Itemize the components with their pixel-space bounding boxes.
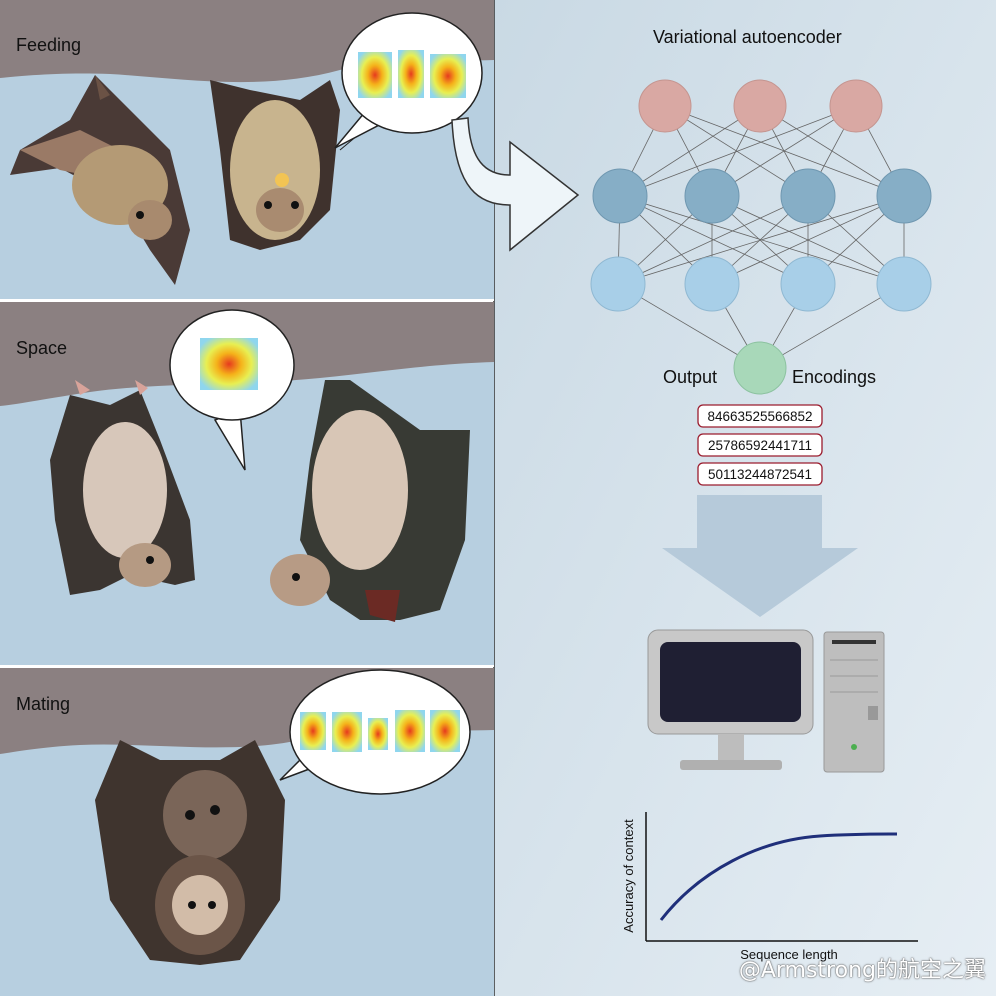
spectrogram [395, 710, 425, 752]
bat-space-right [270, 380, 470, 622]
watermark: @Armstrong的航空之翼 [738, 958, 986, 983]
encoding-codes: 84663525566852 25786592441711 5011324487… [697, 404, 823, 486]
computer-icon [647, 629, 885, 773]
panel-label: Space [16, 338, 67, 358]
encoding-code: 84663525566852 [707, 409, 812, 424]
x-axis-label: Sequence length [740, 947, 838, 962]
encoding-node [733, 341, 787, 395]
flow-arrow-icon [451, 117, 580, 252]
encoding-code: 25786592441711 [708, 438, 812, 453]
speech-bubble-mating [279, 669, 471, 795]
accuracy-plot: Accuracy of context Sequence length [621, 812, 918, 962]
spectrogram [430, 710, 460, 752]
network-top-nodes [638, 79, 883, 133]
encodings-label: Encodings [792, 367, 876, 387]
feeding-panel: Feeding [0, 0, 494, 300]
spectrogram [358, 52, 392, 98]
spectrogram [332, 712, 362, 752]
speech-bubble-space [169, 309, 295, 471]
bat-feeding-left [10, 75, 190, 285]
encoding-code: 50113244872541 [708, 467, 812, 482]
panel-label: Feeding [16, 35, 81, 55]
bat-space-left [50, 380, 195, 595]
y-axis-label: Accuracy of context [621, 819, 636, 933]
panel-label: Mating [16, 694, 70, 714]
network-low-nodes [590, 256, 932, 312]
accuracy-curve [659, 832, 898, 921]
spectrogram [200, 338, 258, 390]
network-title: Variational autoencoder [653, 27, 842, 47]
bat-feeding-right [210, 80, 340, 250]
network-mid-nodes [592, 168, 932, 224]
spectrogram [430, 54, 466, 98]
space-panel: Space [0, 302, 494, 666]
down-arrow-icon [662, 495, 858, 617]
spectrogram [398, 50, 424, 98]
bats-mating [95, 740, 285, 965]
mating-panel: Mating [0, 668, 494, 996]
spectrogram [368, 718, 388, 750]
spectrogram [300, 712, 326, 750]
output-label: Output [663, 367, 717, 387]
speech-bubble-feeding [334, 12, 483, 151]
